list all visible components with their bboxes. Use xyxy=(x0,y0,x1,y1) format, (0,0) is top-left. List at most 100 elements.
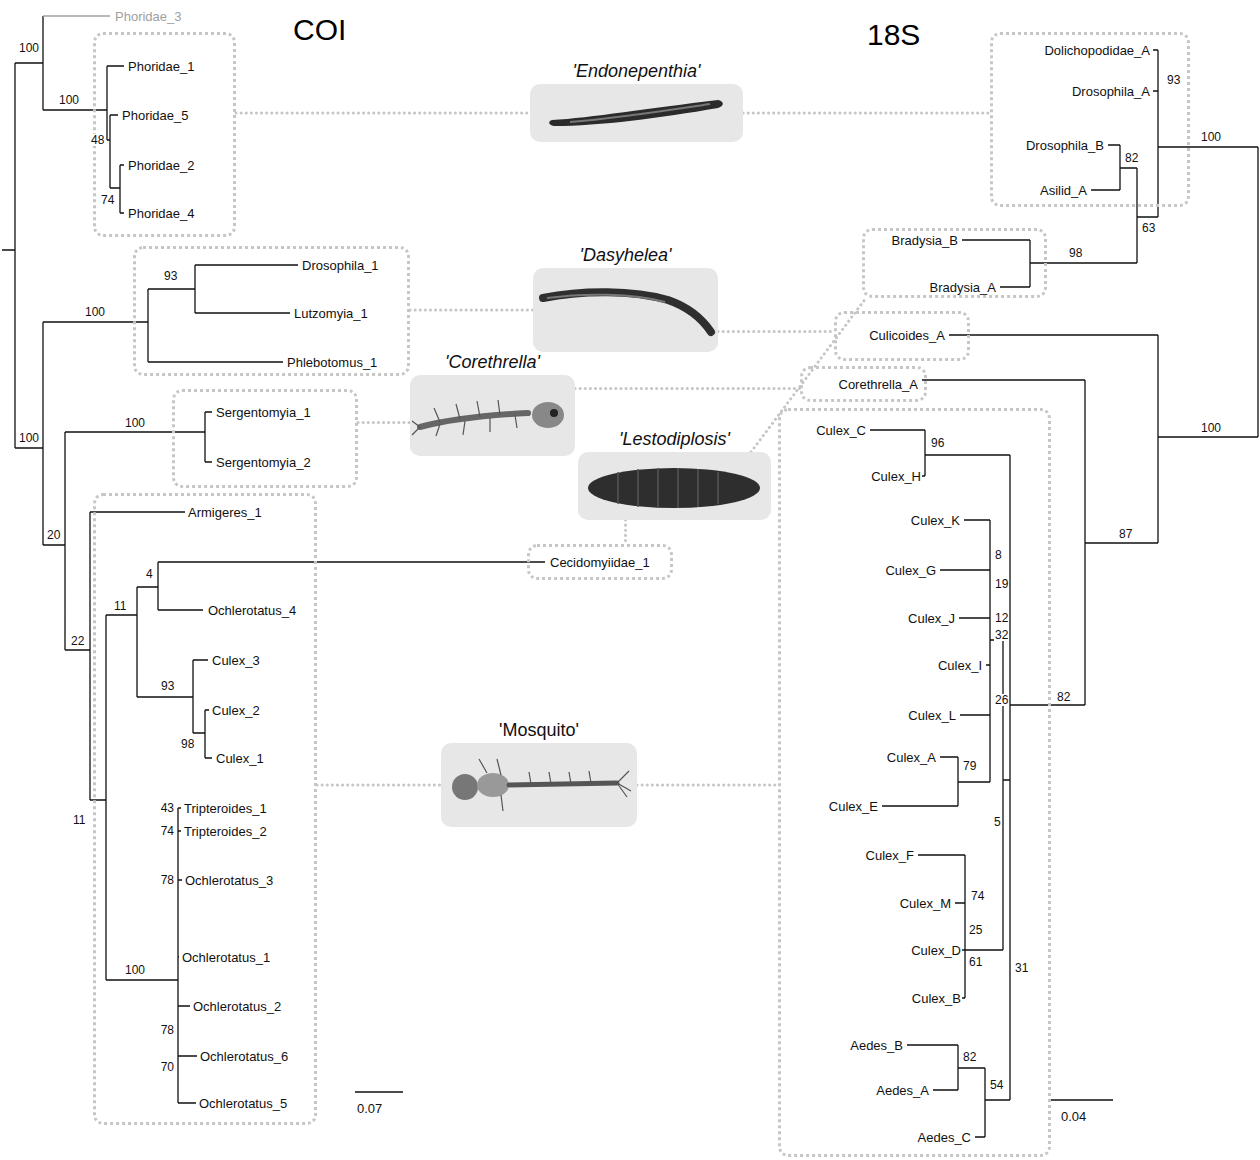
taxon-name: Phlebotomus_1 xyxy=(287,356,377,369)
bootstrap-value: 31 xyxy=(1014,962,1029,974)
bootstrap-value: 25 xyxy=(968,924,983,936)
larva-image-box: 'Corethrella' xyxy=(410,375,575,456)
bootstrap-value: 100 xyxy=(1200,422,1222,434)
tree-title: 18S xyxy=(866,20,921,50)
taxon-heading: 'Lestodiplosis' xyxy=(619,430,730,448)
taxon-name: Culex_L xyxy=(908,709,956,722)
bootstrap-value: 100 xyxy=(124,417,146,429)
taxon-name: Ochlerotatus_6 xyxy=(200,1050,288,1063)
bootstrap-value: 11 xyxy=(72,814,86,826)
taxon-name: Phoridae_1 xyxy=(128,60,195,73)
taxon-name: Armigeres_1 xyxy=(188,506,262,519)
bootstrap-value: 96 xyxy=(930,437,945,449)
bootstrap-value: 79 xyxy=(962,760,977,772)
taxon-name: Lutzomyia_1 xyxy=(294,307,368,320)
taxon-name: Bradysia_B xyxy=(892,234,958,247)
taxon-name: Ochlerotatus_4 xyxy=(208,604,296,617)
larva-image-box: 'Mosquito' xyxy=(441,743,637,827)
larva-image-box: 'Dasyhelea' xyxy=(533,268,718,352)
bootstrap-value: 82 xyxy=(1056,691,1071,703)
taxon-name: Drosophila_A xyxy=(1072,85,1150,98)
bootstrap-value: 32 xyxy=(994,629,1009,641)
taxon-group-box: Cecidomyiidae_1 xyxy=(527,544,673,580)
taxon-name: Culex_J xyxy=(908,612,955,625)
taxon-name: Tripteroides_2 xyxy=(184,825,267,838)
dotted-connector xyxy=(317,784,441,787)
dotted-connector xyxy=(637,784,778,787)
taxon-name: Dolichopodidae_A xyxy=(1044,44,1150,57)
bootstrap-value: 74 xyxy=(100,194,115,206)
bootstrap-value: 100 xyxy=(58,94,80,106)
taxon-name: Ochlerotatus_3 xyxy=(185,874,273,887)
bootstrap-value: 74 xyxy=(970,890,985,902)
larva-illustration xyxy=(578,452,771,520)
larva-image-box: 'Lestodiplosis' xyxy=(578,452,771,520)
taxon-name: Culex_E xyxy=(829,800,878,813)
taxon-name: Culex_I xyxy=(938,659,982,672)
taxon-name: Phoridae_4 xyxy=(128,207,195,220)
taxon-name: Culex_B xyxy=(912,992,961,1005)
taxon-heading: 'Corethrella' xyxy=(445,353,540,371)
taxon-name: Drosophila_B xyxy=(1026,139,1104,152)
18s-branches xyxy=(870,50,1258,1137)
taxon-name: Bradysia_A xyxy=(930,281,996,294)
bootstrap-value: 26 xyxy=(994,694,1009,706)
bootstrap-value: 87 xyxy=(1118,528,1133,540)
bootstrap-value: 0.04 xyxy=(1060,1110,1087,1123)
taxon-name: Asilid_A xyxy=(1040,184,1087,197)
bootstrap-value: 100 xyxy=(84,306,106,318)
larva-illustration xyxy=(410,375,575,456)
bootstrap-value: 70 xyxy=(160,1061,175,1073)
taxon-name: Culex_A xyxy=(887,751,936,764)
bootstrap-value: 48 xyxy=(90,134,105,146)
taxon-group-box: Drosophila_1Lutzomyia_1Phlebotomus_1 xyxy=(133,246,410,376)
bootstrap-value: 54 xyxy=(989,1079,1004,1091)
taxon-name: Culex_1 xyxy=(216,752,264,765)
taxon-name: Ochlerotatus_2 xyxy=(193,1000,281,1013)
taxon-name: Sergentomyia_1 xyxy=(216,406,311,419)
bootstrap-value: 22 xyxy=(70,635,85,647)
dotted-connector xyxy=(624,520,627,544)
taxon-group-box: Phoridae_1Phoridae_5Phoridae_2Phoridae_4 xyxy=(93,32,236,237)
dotted-connector xyxy=(751,298,866,452)
larva-illustration xyxy=(441,743,637,827)
taxon-name: Culex_2 xyxy=(212,704,260,717)
dotted-connector xyxy=(236,112,530,115)
bootstrap-value: 93 xyxy=(160,680,175,692)
taxon-name: Culex_C xyxy=(816,424,866,437)
taxon-name: Aedes_C xyxy=(918,1131,971,1144)
taxon-group-box: Sergentomyia_1Sergentomyia_2 xyxy=(172,389,358,488)
bootstrap-value: 100 xyxy=(18,432,40,444)
bootstrap-value: 100 xyxy=(124,964,146,976)
taxon-name: Corethrella_A xyxy=(839,378,919,391)
taxon-group-box: Armigeres_1Ochlerotatus_4Culex_3Culex_2C… xyxy=(93,493,317,1125)
dotted-connector xyxy=(575,387,800,390)
taxon-name: Sergentomyia_2 xyxy=(216,456,311,469)
taxon-group-box: Corethrella_A xyxy=(800,366,927,402)
taxon-group-box: Dolichopodidae_A Drosophila_A Drosophila_B… xyxy=(990,32,1190,207)
taxon-heading: 'Endonepenthia' xyxy=(573,62,701,80)
bootstrap-value: 61 xyxy=(968,956,983,968)
grey-branch xyxy=(43,15,110,16)
taxon-name: Aedes_A xyxy=(876,1084,929,1097)
larva-illustration xyxy=(533,268,718,352)
taxon-name: Culex_3 xyxy=(212,654,260,667)
taxon-name: Ochlerotatus_1 xyxy=(182,951,270,964)
taxon-name: Phoridae_3 xyxy=(114,10,183,23)
bootstrap-value: 82 xyxy=(962,1051,977,1063)
taxon-name: Culex_K xyxy=(911,514,960,527)
taxon-name: Cecidomyiidae_1 xyxy=(550,556,650,569)
dotted-connector xyxy=(410,309,533,312)
dotted-connector xyxy=(743,112,990,115)
taxon-name: Phoridae_5 xyxy=(122,109,189,122)
bootstrap-value: 74 xyxy=(160,825,175,837)
bootstrap-value: 82 xyxy=(1124,152,1139,164)
taxon-name: Drosophila_1 xyxy=(302,259,379,272)
taxon-name: Culex_D xyxy=(911,944,961,957)
taxon-name: Aedes_B xyxy=(850,1039,903,1052)
bootstrap-value: 98 xyxy=(1068,247,1083,259)
taxon-name: Phoridae_2 xyxy=(128,159,195,172)
bootstrap-value: 98 xyxy=(180,738,195,750)
